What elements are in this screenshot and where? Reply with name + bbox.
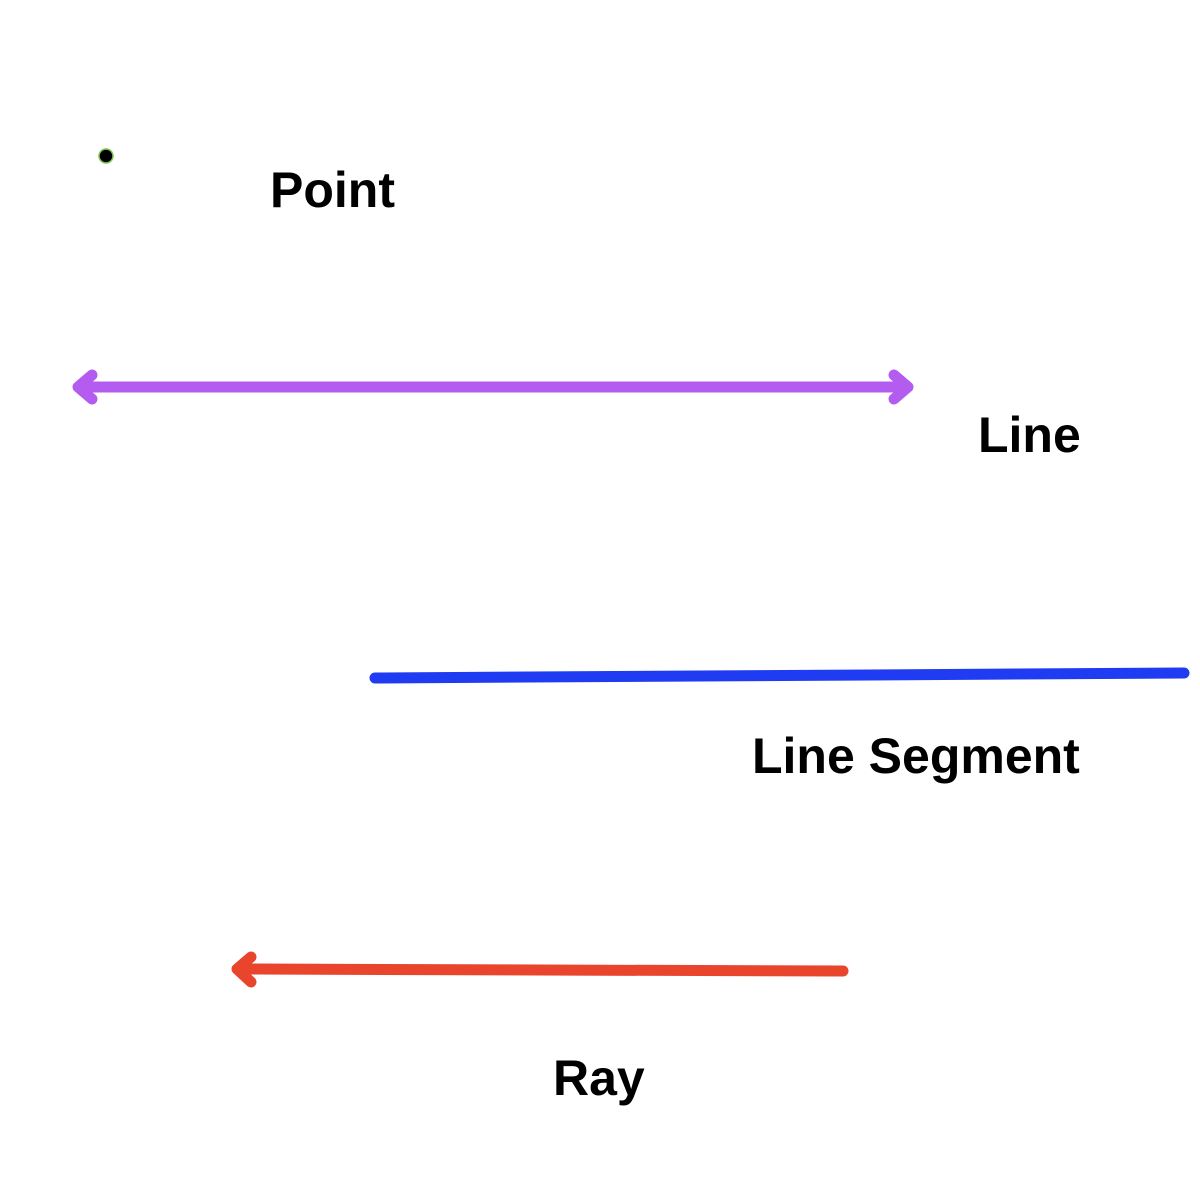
line-shape: [72, 369, 914, 405]
ray-shape: [231, 951, 849, 988]
ray-label: Ray: [553, 1050, 645, 1106]
line-segment-shape: [369, 667, 1190, 684]
line-segment-label: Line Segment: [752, 728, 1080, 784]
ray-arrowhead: [231, 951, 257, 988]
point-dot: [98, 148, 114, 164]
ray-stroke: [234, 963, 849, 977]
line-right-arrowhead: [888, 369, 914, 405]
point-label: Point: [270, 162, 395, 218]
line-label: Line: [978, 407, 1081, 463]
line-left-arrowhead: [72, 369, 98, 405]
